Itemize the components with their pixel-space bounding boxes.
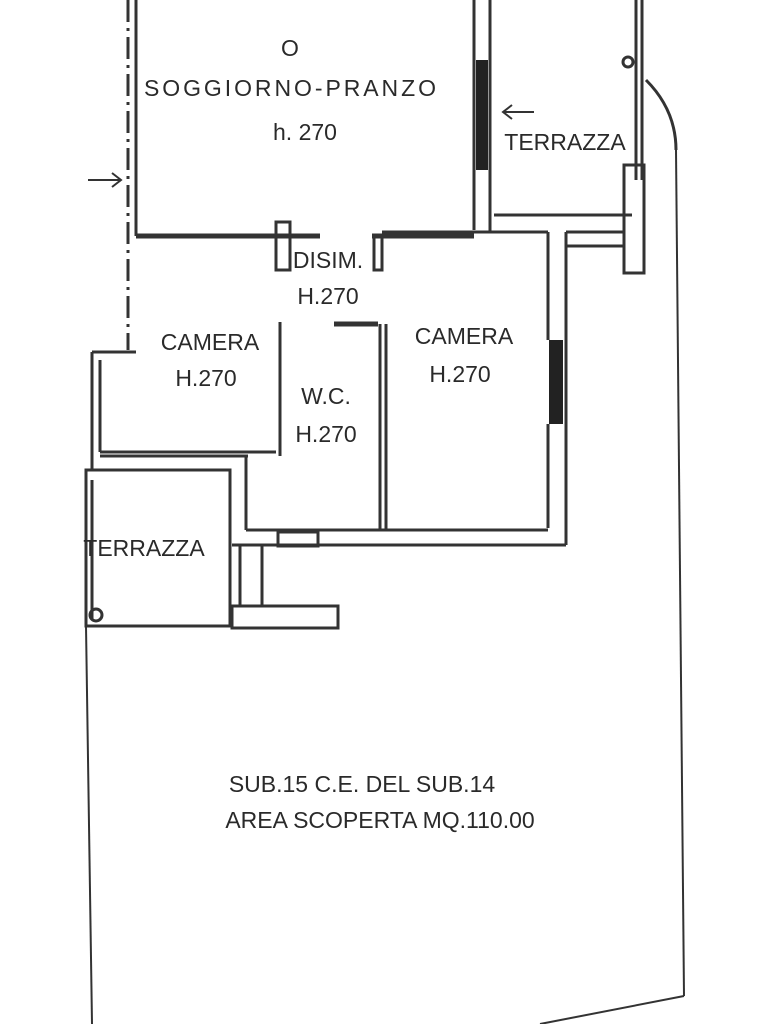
living-symbol: O — [281, 35, 299, 61]
area-line-2: AREA SCOPERTA MQ.110.00 — [225, 807, 534, 833]
entrance-arrows — [88, 104, 534, 188]
wc-height: H.270 — [295, 421, 356, 447]
walls — [84, 0, 685, 1024]
arrow-left-icon — [501, 104, 534, 120]
bedroom-left-label: CAMERA — [161, 329, 260, 355]
bedroom-left-height: H.270 — [175, 365, 236, 391]
arrow-right-icon — [88, 172, 123, 188]
terrace-left-label: TERRAZZA — [83, 535, 205, 561]
hall-label: DISIM. — [293, 247, 363, 273]
area-line-1: SUB.15 C.E. DEL SUB.14 — [229, 771, 496, 797]
bedroom-right-label: CAMERA — [415, 323, 514, 349]
wc-label: W.C. — [301, 383, 351, 409]
terrace-top-label: TERRAZZA — [504, 129, 626, 155]
bedroom-right-height: H.270 — [429, 361, 490, 387]
living-room-label: SOGGIORNO-PRANZO — [144, 75, 436, 101]
hall-height: H.270 — [297, 283, 358, 309]
living-room-height: h. 270 — [273, 119, 337, 145]
